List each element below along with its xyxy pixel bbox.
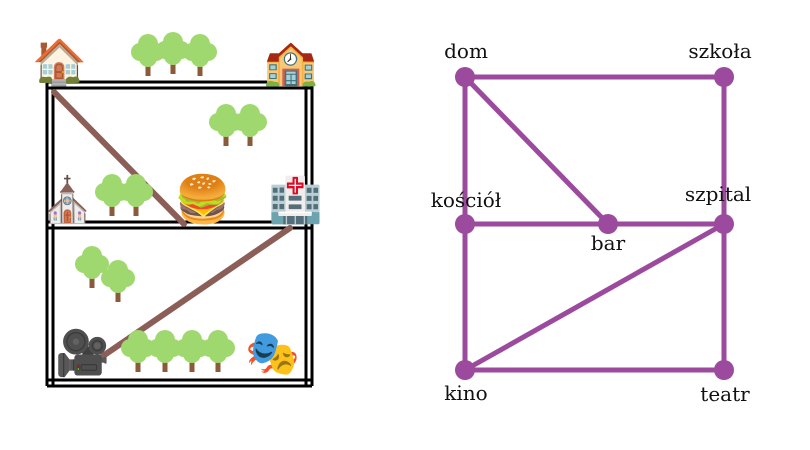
- tree-icon: [183, 34, 217, 76]
- node-dom: [455, 67, 475, 87]
- edge-szpital-kino: [462, 221, 727, 373]
- node-label-bar: bar: [591, 231, 626, 255]
- graph-edges: [462, 74, 727, 373]
- theatre-masks-icon: 🎭: [245, 328, 300, 379]
- movie-camera-icon: 🎥: [55, 328, 110, 379]
- tree-icon: [119, 174, 153, 216]
- tree-icon: [121, 330, 155, 372]
- trees-top: [131, 32, 217, 76]
- trees-bottom: [121, 330, 235, 372]
- tree-icon: [233, 104, 267, 146]
- node-szkola: [714, 67, 734, 87]
- node-label-kosciol: kościół: [431, 188, 502, 212]
- node-bar: [598, 214, 618, 234]
- node-szpital: [714, 214, 734, 234]
- graph-labels: dom szkoła kościół bar szpital kino teat…: [431, 39, 752, 406]
- trees-upper-right: [209, 104, 267, 146]
- tree-icon: [201, 330, 235, 372]
- tree-icon: [75, 246, 109, 288]
- tree-icon: [101, 260, 135, 302]
- tree-icon: [209, 104, 243, 146]
- node-label-dom: dom: [444, 39, 488, 63]
- node-label-szkola: szkoła: [688, 39, 751, 63]
- graph-nodes: [455, 67, 734, 380]
- hospital-icon: 🏥: [268, 175, 323, 226]
- church-icon: ⛪: [40, 173, 95, 226]
- edge-dom-bar: [462, 74, 611, 227]
- streets: [45, 80, 314, 388]
- tree-icon: [148, 330, 182, 372]
- house-icon: 🏠: [32, 37, 87, 88]
- path-house-to-bar: [51, 89, 187, 227]
- node-kino: [455, 360, 475, 380]
- node-label-kino: kino: [444, 381, 487, 405]
- school-icon: 🏫: [263, 37, 318, 88]
- node-teatr: [714, 360, 734, 380]
- tree-clusters: [75, 32, 267, 372]
- trees-middle: [95, 174, 153, 216]
- trees-lower-left: [75, 246, 135, 302]
- node-label-szpital: szpital: [685, 182, 751, 206]
- hamburger-icon: 🍔: [174, 172, 231, 226]
- node-label-teatr: teatr: [700, 382, 750, 406]
- node-kosciol: [455, 214, 475, 234]
